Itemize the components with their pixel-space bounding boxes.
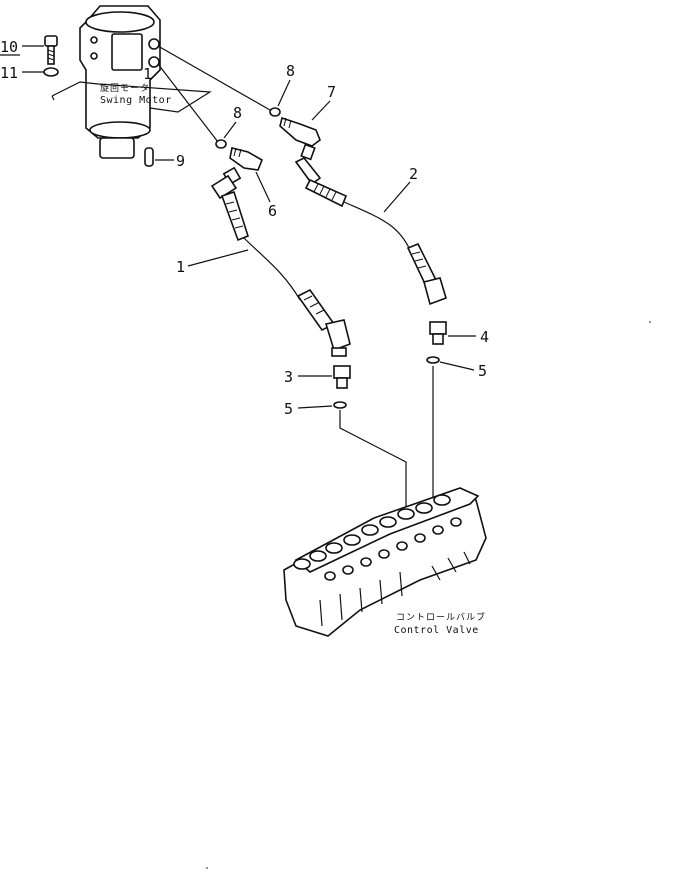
callout-8-top: 8 [286, 62, 295, 80]
leader-left-port [339, 410, 407, 512]
callout-6-leader [255, 171, 271, 203]
callout-5-right: 5 [478, 362, 487, 380]
callout-8-top-leader [277, 79, 291, 107]
callout-11: 11 [0, 64, 18, 82]
callout-7: 7 [327, 83, 336, 101]
callout-2-leader [383, 181, 411, 213]
callout-5-right-leader [439, 361, 475, 371]
o-ring-mid [215, 139, 227, 149]
o-ring-left [333, 401, 347, 409]
washer [43, 67, 59, 77]
elbow-fitting-7 [279, 116, 321, 161]
leader-port-top [157, 45, 271, 111]
callout-1-motor: 1 [143, 65, 152, 83]
callout-10: 10 [0, 38, 18, 56]
speck [649, 321, 651, 323]
o-ring-right [426, 356, 440, 364]
callout-2: 2 [409, 165, 418, 183]
leader-port-bottom [157, 63, 219, 143]
callout-4: 4 [480, 328, 489, 346]
adapter-3 [333, 365, 351, 389]
adapter-4 [429, 321, 447, 345]
dowel-pin [144, 147, 154, 167]
bolt [44, 35, 58, 65]
callout-7-leader [311, 100, 331, 121]
callout-1-hose: 1 [176, 258, 185, 276]
callout-8-mid-leader [223, 121, 237, 139]
valve-spools [293, 494, 462, 581]
callout-3: 3 [284, 368, 293, 386]
callout-5-left-leader [297, 405, 333, 409]
callout-9: 9 [176, 152, 185, 170]
callout-5-left: 5 [284, 400, 293, 418]
swing-motor [51, 5, 212, 159]
control-valve-jp-label: コントロールバルブ [396, 611, 486, 623]
speck [206, 867, 208, 869]
swing-motor-jp-label: 旋回モータ [100, 82, 150, 94]
o-ring-top [269, 107, 281, 117]
control-valve [283, 487, 487, 637]
control-valve-en-label: Control Valve [394, 625, 479, 636]
swing-motor-en-label: Swing Motor [100, 95, 172, 106]
callout-6: 6 [268, 202, 277, 220]
hose-2 [294, 156, 447, 306]
hose-1 [210, 174, 351, 357]
callout-1-hose-leader [187, 249, 249, 267]
callout-8-mid: 8 [233, 104, 242, 122]
